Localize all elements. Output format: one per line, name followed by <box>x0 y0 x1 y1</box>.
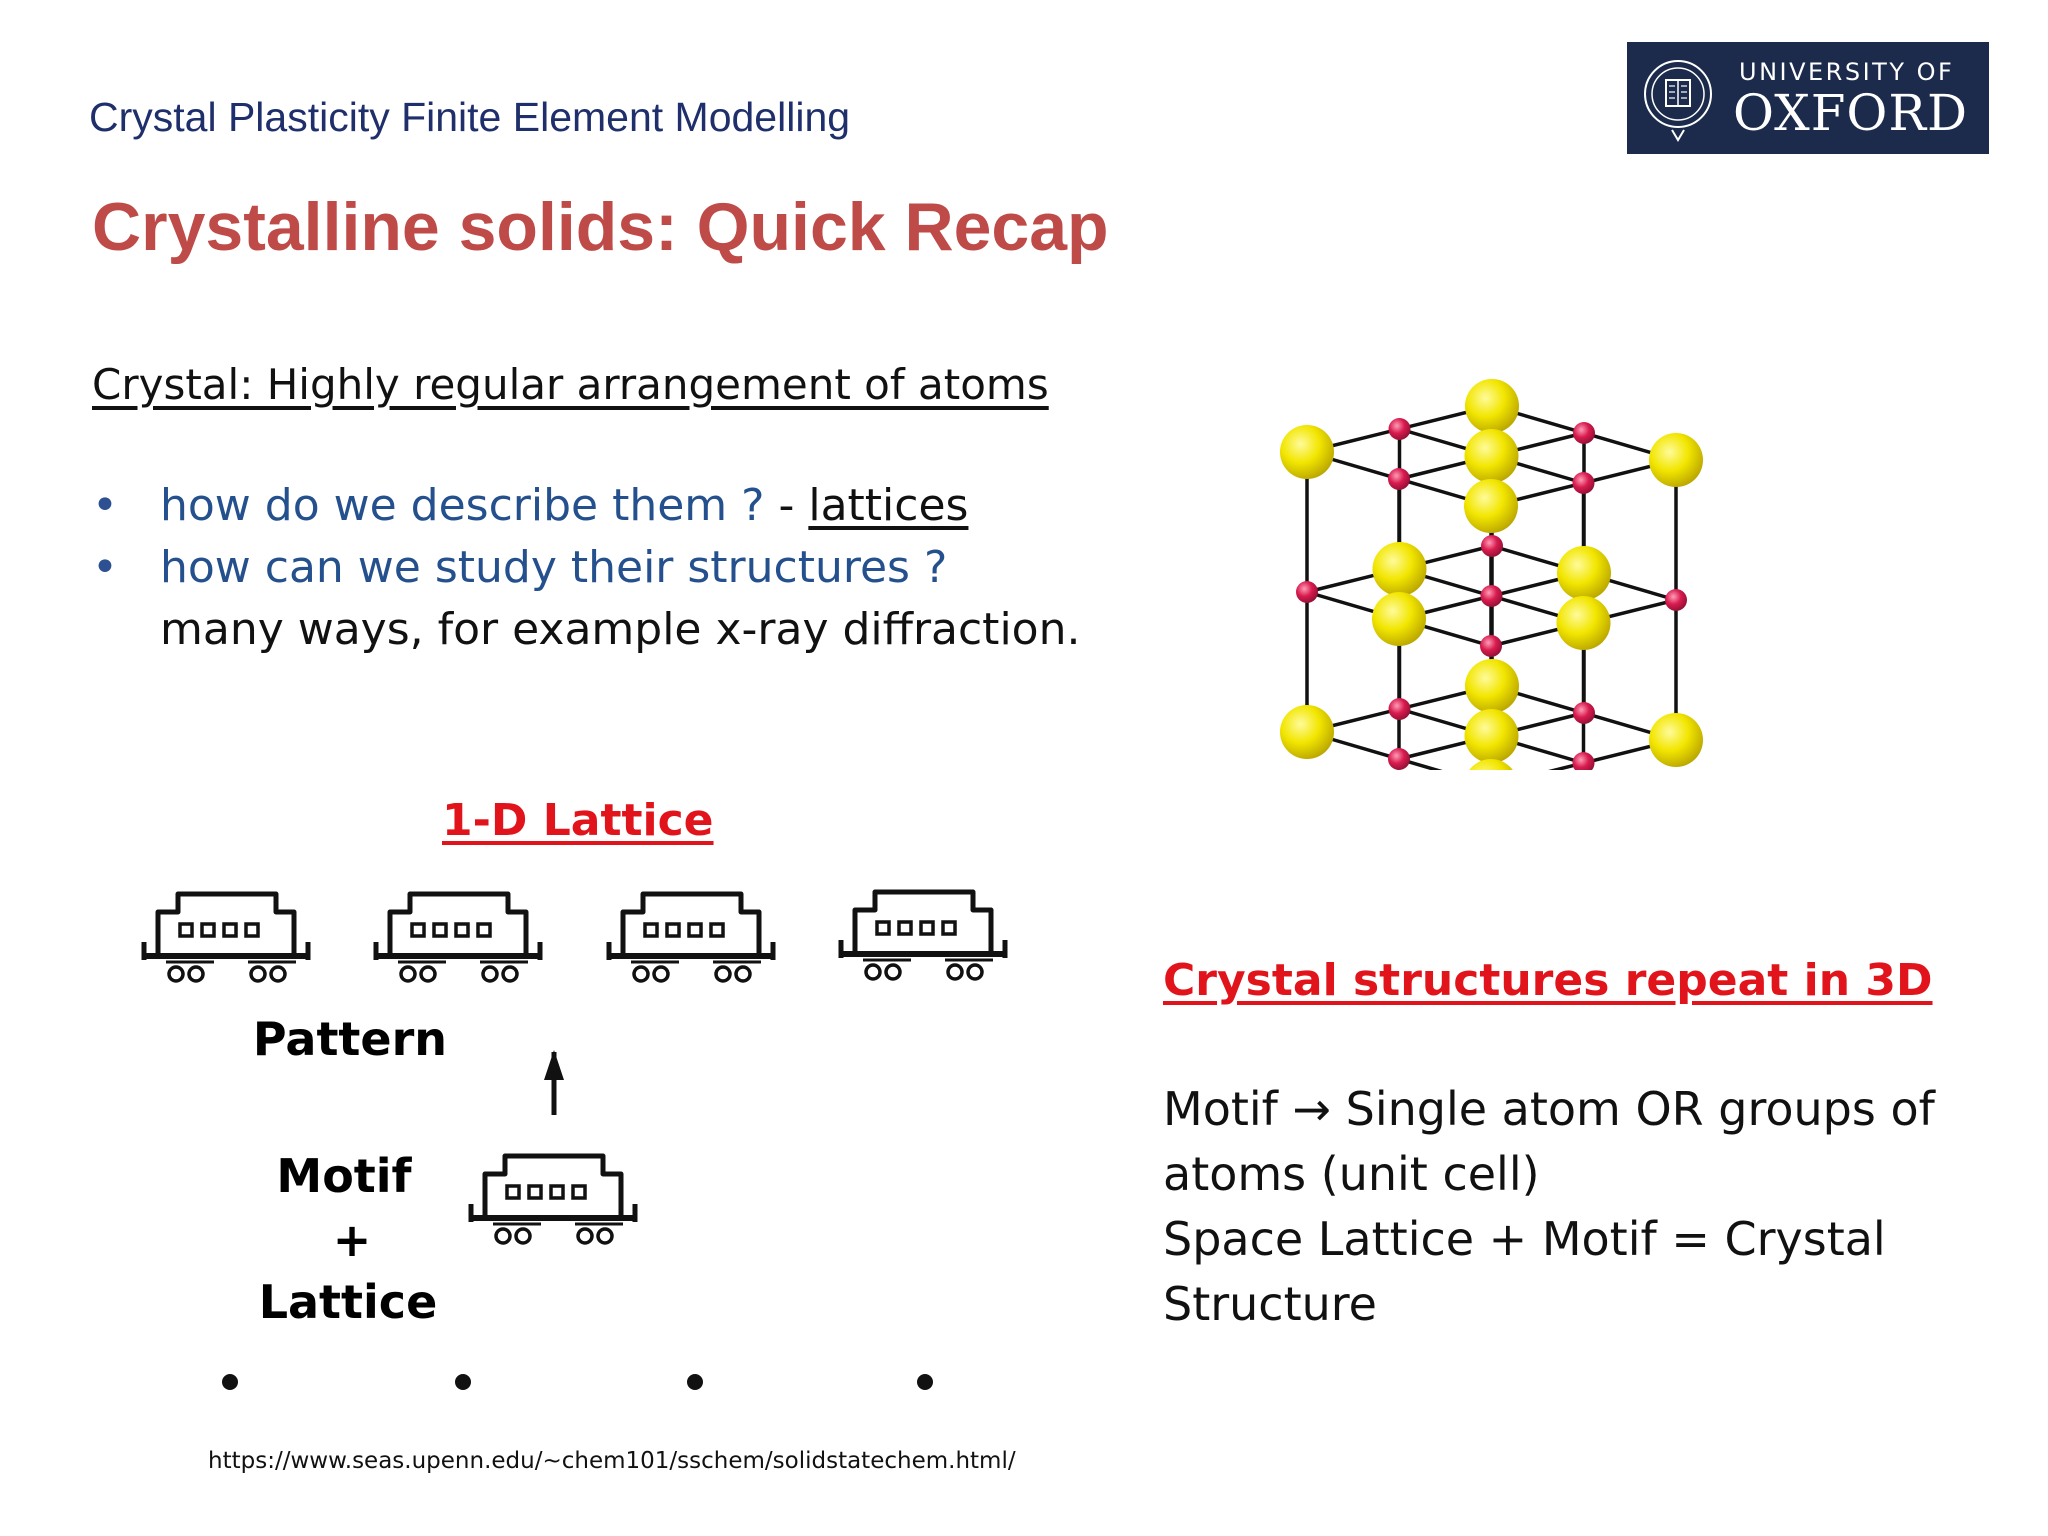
bullet-separator: - <box>764 480 809 531</box>
lattice-diagram: Pattern Motif + Lattice <box>120 870 1040 1390</box>
large-atom <box>1557 546 1611 600</box>
oxford-crest-icon <box>1644 60 1712 142</box>
source-url[interactable]: https://www.seas.upenn.edu/~chem101/ssch… <box>208 1448 1016 1474</box>
bullet-answer-row: many ways, for example x-ray diffraction… <box>92 599 1080 661</box>
motif-line: Motif → Single atom OR groups of <box>1163 1082 1935 1136</box>
small-atom <box>1572 472 1595 494</box>
logo-line-university: UNIVERSITY OF <box>1739 58 1955 86</box>
small-atom <box>1296 581 1318 603</box>
small-atom <box>1388 748 1410 770</box>
bullet-question: how can we study their structures ? <box>160 542 948 593</box>
slide-title: Crystalline solids: Quick Recap <box>92 189 1109 265</box>
small-atom <box>1665 589 1687 611</box>
lattices-link[interactable]: lattices <box>808 480 969 531</box>
large-atom <box>1649 433 1703 487</box>
pattern-car <box>376 894 540 981</box>
small-atom <box>1388 468 1410 490</box>
motif-line: Space Lattice + Motif = Crystal <box>1163 1212 1886 1266</box>
motif-car <box>471 1156 635 1243</box>
motif-line: Structure <box>1163 1277 1377 1331</box>
small-atom <box>1388 418 1411 440</box>
large-atom <box>1372 592 1426 646</box>
bullet-item-study: • how can we study their structures ? <box>92 537 1080 599</box>
large-atom <box>1556 596 1611 650</box>
large-atom <box>1280 705 1334 759</box>
large-atom <box>1465 659 1519 713</box>
small-atom <box>1481 535 1503 557</box>
large-atom <box>1464 479 1518 533</box>
large-atom <box>1372 542 1427 596</box>
pattern-label: Pattern <box>253 1012 447 1066</box>
motif-label: Motif <box>276 1149 412 1203</box>
pattern-car <box>144 894 308 981</box>
motif-line: atoms (unit cell) <box>1163 1147 1540 1201</box>
university-logo: UNIVERSITY OF OXFORD <box>1627 42 1989 154</box>
large-atom <box>1280 425 1334 479</box>
lattice-point <box>222 1374 238 1390</box>
lattice-point <box>455 1374 471 1390</box>
small-atom <box>1572 752 1595 770</box>
large-atom <box>1464 709 1519 763</box>
bullet-item-describe: • how do we describe them ? - lattices <box>92 475 1080 537</box>
large-atom <box>1649 713 1703 767</box>
motif-description: Motif → Single atom OR groups of atoms (… <box>1163 1077 1935 1337</box>
bullet-list: • how do we describe them ? - lattices •… <box>92 475 1080 661</box>
plus-label: + <box>333 1213 372 1267</box>
large-atom <box>1464 429 1519 483</box>
bullet-question: how do we describe them ? <box>160 480 765 531</box>
small-atom <box>1573 422 1595 444</box>
large-atom <box>1465 379 1519 433</box>
bullet-dot-icon: • <box>92 542 118 593</box>
small-atom <box>1573 702 1595 724</box>
logo-line-oxford: OXFORD <box>1733 84 1969 142</box>
lattice-point <box>917 1374 933 1390</box>
lattice-heading: 1-D Lattice <box>442 795 714 846</box>
lattice-label: Lattice <box>259 1275 438 1329</box>
bullet-answer: many ways, for example x-ray diffraction… <box>160 604 1081 655</box>
small-atom <box>1388 698 1411 720</box>
large-atom <box>1469 759 1513 770</box>
pattern-car <box>609 894 773 981</box>
repeat-heading: Crystal structures repeat in 3D <box>1163 955 1933 1006</box>
up-arrow-icon <box>544 1050 564 1115</box>
crystal-structure-diagram <box>1280 379 1703 770</box>
small-atom <box>1480 585 1503 607</box>
course-title: Crystal Plasticity Finite Element Modell… <box>89 94 851 140</box>
lattice-point <box>687 1374 703 1390</box>
crystal-definition: Crystal: Highly regular arrangement of a… <box>92 360 1049 409</box>
small-atom <box>1480 635 1502 657</box>
pattern-car <box>841 892 1005 979</box>
bullet-dot-icon: • <box>92 480 118 531</box>
